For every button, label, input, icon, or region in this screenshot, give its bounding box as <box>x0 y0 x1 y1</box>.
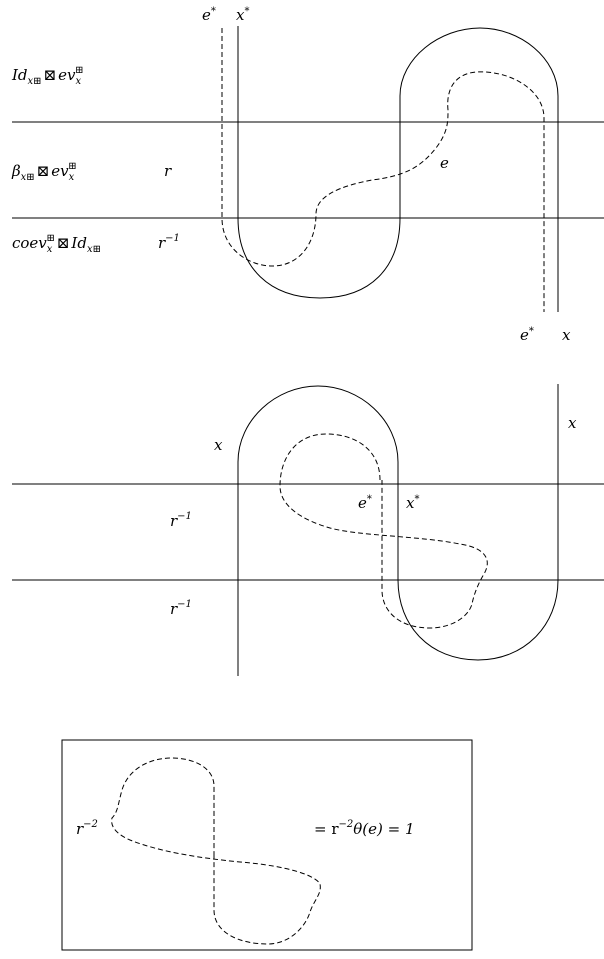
row-label-id-ev: Idx⊞⊠evx⊞ <box>11 65 84 87</box>
bottom-equation: = r−2θ(e) = 1 <box>314 819 415 838</box>
bottom-panel: r−2 = r−2θ(e) = 1 <box>61 739 473 951</box>
bottom-left-label: r−2 <box>76 819 98 838</box>
top-r-label-2: r−1 <box>158 233 180 252</box>
middle-panel: r−1 r−1 x x e* x* <box>12 384 604 676</box>
middle-e-loop <box>279 433 488 629</box>
top-panel: Idx⊞⊠evx⊞ βx⊞⊠evx⊞ coevx⊞⊠Idx⊞ r r−1 e* … <box>11 6 604 344</box>
row-label-beta-ev: βx⊞⊠evx⊞ <box>11 161 77 183</box>
label-middle-right-x: x <box>568 414 577 432</box>
top-r-label-1: r <box>164 162 172 180</box>
label-bottom-e-star: e* <box>520 326 534 344</box>
label-middle-x-star: x* <box>406 494 419 512</box>
row-label-coev-id: coevx⊞⊠Idx⊞ <box>12 233 101 255</box>
label-middle-left-x: x <box>214 436 223 454</box>
label-mid-e: e <box>440 154 449 172</box>
top-e-strand <box>221 28 545 312</box>
middle-x-strand <box>237 384 559 676</box>
top-x-strand <box>237 26 559 312</box>
bottom-e-loop <box>111 757 321 945</box>
middle-r-label-1: r−1 <box>170 511 192 530</box>
label-top-e-star: e* <box>202 6 216 24</box>
label-middle-e-star: e* <box>358 494 372 512</box>
result-box <box>61 739 473 951</box>
label-top-x-star: x* <box>236 6 249 24</box>
label-bottom-x: x <box>562 326 571 344</box>
middle-r-label-2: r−1 <box>170 599 192 618</box>
